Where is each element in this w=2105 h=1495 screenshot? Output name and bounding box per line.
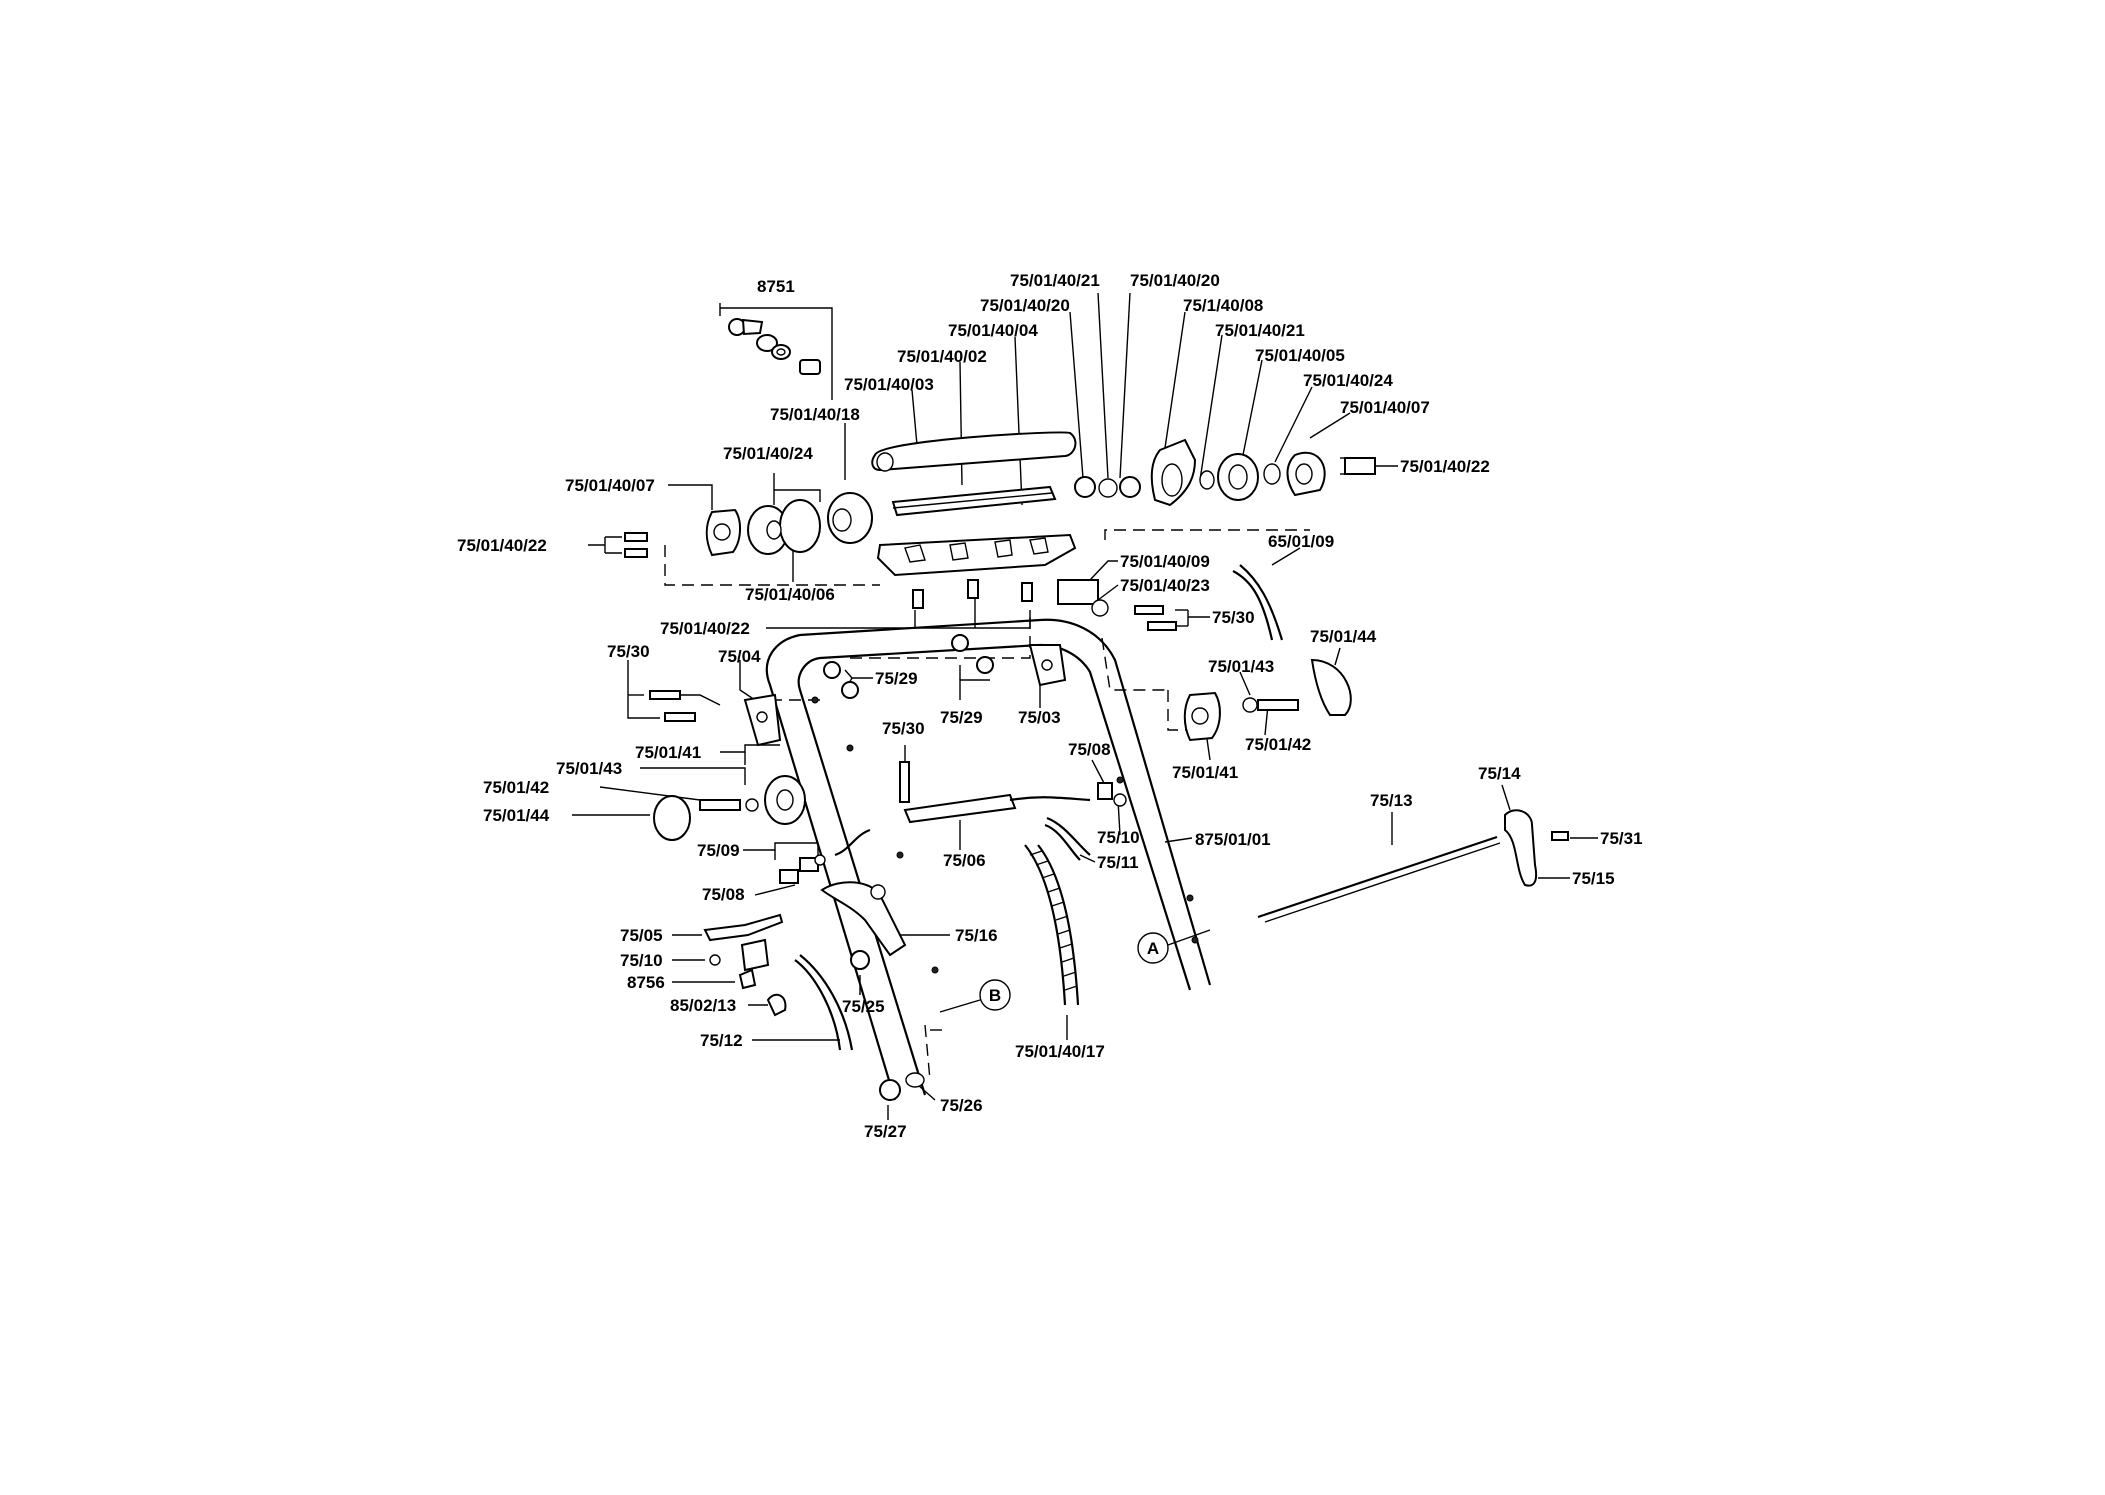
screws-under-housing [912,579,1033,609]
left-gear-cup [705,508,741,557]
callout-75-1-40-08: 75/1/40/08 [1183,296,1263,315]
callout-75-01-40-22-right: 75/01/40/22 [1400,457,1490,476]
cable-75-12 [794,954,854,1051]
cable-75-11 [1044,816,1091,861]
callout-75-01-40-24-left: 75/01/40/24 [723,444,813,463]
right-gear-cup [1183,691,1221,742]
nut-washer-75-26-75-27 [879,1072,925,1101]
callout-75-09: 75/09 [697,841,740,860]
switch-block [1057,579,1109,617]
callout-75-04: 75/04 [718,647,761,666]
callout-75-01-40-03: 75/01/40/03 [844,375,934,394]
key-assembly-8751 [728,318,821,375]
callout-75-01-40-22-left: 75/01/40/22 [457,536,547,555]
callout-75-01-42-left: 75/01/42 [483,778,549,797]
screws-75-30 [649,605,1177,803]
callout-75-15: 75/15 [1572,869,1615,888]
nut-75-25 [850,950,870,970]
callout-875-01-01: 875/01/01 [1195,830,1271,849]
callout-75-03: 75/03 [1018,708,1061,727]
callout-75-06: 75/06 [943,851,986,870]
callout-75-01-41-left: 75/01/41 [635,743,701,762]
callout-75-01-40-21-top: 75/01/40/21 [1010,271,1100,290]
callout-75-13: 75/13 [1370,791,1413,810]
mount-brackets [743,644,1067,747]
callout-75-16: 75/16 [955,926,998,945]
callout-75-01-43-left: 75/01/43 [556,759,622,778]
left-bearing [747,499,821,555]
callout-75-01-40-20-top: 75/01/40/20 [1130,271,1220,290]
corrugated-hose-75-01-40-17 [1024,844,1080,1006]
callout-85-02-13: 85/02/13 [670,996,736,1015]
left-screws [624,532,648,558]
left-roller [827,492,873,544]
callout-75-01-40-07-left: 75/01/40/07 [565,476,655,495]
callout-75-27: 75/27 [864,1122,907,1141]
callout-75-01-40-23: 75/01/40/23 [1120,576,1210,595]
lever-75-16 [820,881,907,957]
callout-75-01-40-20-mid: 75/01/40/20 [980,296,1070,315]
callout-75-26: 75/26 [940,1096,983,1115]
marker-a-label: A [1147,939,1159,958]
callout-75-05: 75/05 [620,926,663,945]
callout-75-29-left: 75/29 [875,669,918,688]
right-side-parts [1074,438,1376,507]
callout-75-30-left: 75/30 [607,642,650,661]
rod-75-13 [1257,835,1501,923]
callout-75-11: 75/11 [1097,853,1139,872]
callout-75-01-40-09: 75/01/40/09 [1120,552,1210,571]
callout-75-01-40-05: 75/01/40/05 [1255,346,1345,365]
callout-75-25: 75/25 [842,997,885,1016]
small-parts-75-08-75-10 [779,782,1127,884]
callout-75-10-left: 75/10 [620,951,663,970]
cross-rod-75-06 [903,793,1091,824]
callout-75-01-40-18: 75/01/40/18 [770,405,860,424]
callout-8756: 8756 [627,973,665,992]
callout-75-01-41-right: 75/01/41 [1172,763,1238,782]
cable-65-01-09 [1232,564,1284,641]
callout-75-01-40-21-right: 75/01/40/21 [1215,321,1305,340]
callout-75-01-40-04: 75/01/40/04 [948,321,1038,340]
lever-75-14-75-15 [1504,809,1569,887]
lever-75-05-assembly [703,913,787,1017]
callout-8751: 8751 [757,277,795,296]
callout-75-01-40-17: 75/01/40/17 [1015,1042,1105,1061]
lower-housing [876,533,1077,577]
callout-labels: 8751 75/01/40/21 75/01/40/20 75/01/40/20… [457,271,1643,1141]
callout-65-01-09: 65/01/09 [1268,532,1334,551]
marker-b: B [939,979,1011,1013]
callout-75-30-right: 75/30 [1212,608,1255,627]
callout-75-01-43-right: 75/01/43 [1208,657,1274,676]
callout-75-31: 75/31 [1600,829,1643,848]
marker-a: A [1137,929,1211,964]
top-cover-tube [871,431,1077,472]
callout-75-30-mid: 75/30 [882,719,925,738]
callout-75-14: 75/14 [1478,764,1521,783]
callout-75-01-44-left: 75/01/44 [483,806,550,825]
callout-75-08-right: 75/08 [1068,740,1111,759]
callout-75-01-40-22-mid: 75/01/40/22 [660,619,750,638]
marker-b-label: B [989,986,1001,1005]
callout-75-12: 75/12 [700,1031,743,1050]
nuts-75-29 [823,634,994,699]
callout-75-29-mid: 75/29 [940,708,983,727]
left-lower-roller-cap [653,775,806,841]
callout-75-08-left: 75/08 [702,885,745,904]
rail-strip [891,485,1057,517]
callout-75-01-40-06: 75/01/40/06 [745,585,835,604]
callout-75-01-40-07-right: 75/01/40/07 [1340,398,1430,417]
callout-75-01-40-24-right: 75/01/40/24 [1303,371,1393,390]
right-cap-washer-bolt [1242,658,1352,716]
callout-75-01-40-02: 75/01/40/02 [897,347,987,366]
callout-75-01-42-right: 75/01/42 [1245,735,1311,754]
cable-75-09 [834,828,871,857]
assembly-dashed-lines [664,529,1310,1081]
callout-75-01-44-right: 75/01/44 [1310,627,1377,646]
callout-75-10-right: 75/10 [1097,828,1140,847]
handle-frame [765,618,1212,1101]
